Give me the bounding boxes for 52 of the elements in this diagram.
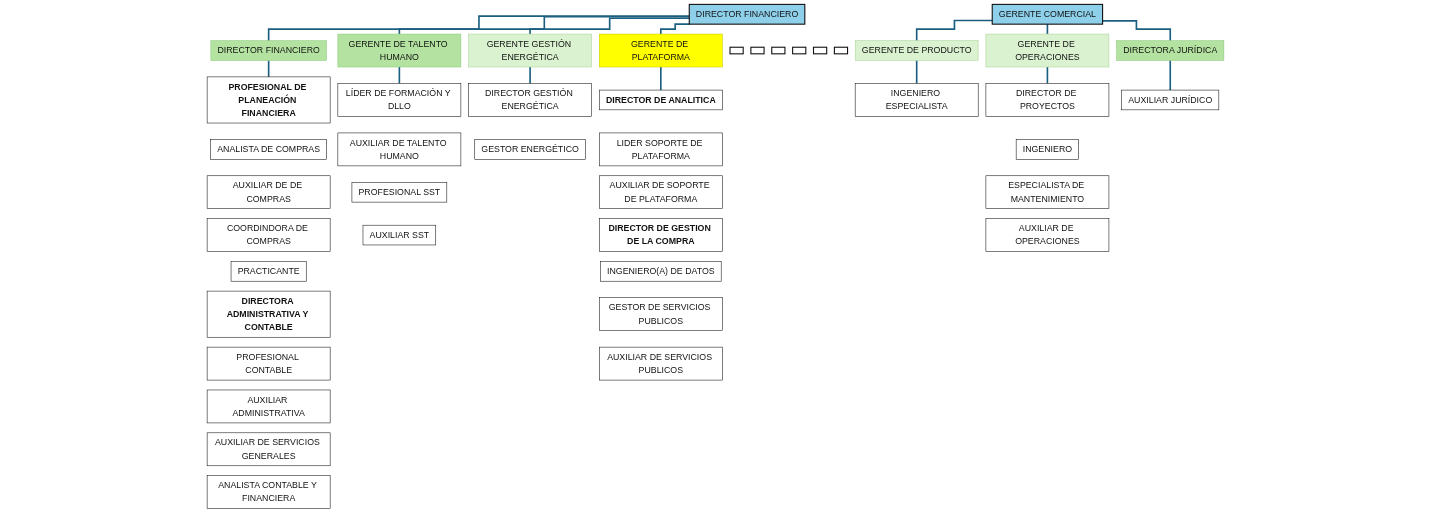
node-box: AUXILIAR DE TALENTO HUMANO — [337, 132, 462, 167]
node-box — [792, 46, 807, 55]
node-box: AUXILIAR DE DE COMPRAS — [206, 175, 331, 209]
node-box: AUXILIAR ADMINISTRATIVA — [206, 389, 331, 424]
node-box: GERENTE DE PRODUCTO — [854, 40, 979, 61]
node-box: LIDER SOPORTE DE PLATAFORMA — [599, 132, 723, 167]
node-box: GERENTE DE TALENTO HUMANO — [337, 33, 462, 68]
node-box — [833, 46, 849, 55]
node-box: AUXILIAR SST — [362, 224, 437, 246]
node-box — [771, 46, 786, 55]
node-box: PROFESIONAL CONTABLE — [206, 346, 331, 381]
node-box: GERENTE DE OPERACIONES — [985, 33, 1110, 68]
node-box: INGENIERO ESPECIALISTA — [854, 83, 979, 117]
node-box: DIRECTOR DE ANALITICA — [599, 89, 723, 111]
node-box: GESTOR ENERGÉTICO — [474, 139, 586, 160]
node-box: PRACTICANTE — [230, 261, 307, 282]
connector — [1169, 59, 1172, 91]
node-box: DIRECTORA JURÍDICA — [1116, 40, 1225, 61]
connector — [398, 15, 691, 35]
node-box: AUXILIAR JURÍDICO — [1121, 89, 1220, 111]
node-box: COORDINDORA DE COMPRAS — [206, 218, 331, 252]
node-box: DIRECTOR DE PROYECTOS — [985, 83, 1110, 117]
connector — [915, 59, 918, 85]
connector — [660, 23, 691, 35]
connector — [267, 15, 691, 42]
node-box: AUXILIAR DE SERVICIOS PUBLICOS — [599, 346, 723, 381]
connector — [529, 17, 691, 35]
node-box — [729, 46, 744, 55]
node-box: ESPECIALISTA DE MANTENIMIENTO — [985, 175, 1110, 209]
node-box: INGENIERO(A) DE DATOS — [600, 261, 722, 282]
node-box: ANALISTA DE COMPRAS — [210, 139, 327, 160]
node-box: PROFESIONAL DE PLANEACIÓN FINANCIERA — [206, 76, 331, 124]
node-box: AUXILIAR DE OPERACIONES — [985, 218, 1110, 252]
node-box — [812, 46, 828, 55]
node-box: GERENTE GESTIÓN ENERGÉTICA — [468, 33, 592, 68]
node-box: GESTOR DE SERVICIOS PUBLICOS — [599, 297, 723, 331]
node-box: PROFESIONAL SST — [351, 182, 448, 203]
node-box — [750, 46, 765, 55]
node-box: GERENTE DE PLATAFORMA — [599, 33, 723, 68]
node-box: DIRECTOR DE GESTION DE LA COMPRA — [599, 218, 723, 252]
node-box: AUXILIAR DE SERVICIOS GENERALES — [206, 432, 331, 467]
node-box: DIRECTOR FINANCIERO — [210, 40, 327, 61]
node-box: DIRECTOR FINANCIERO — [688, 3, 806, 25]
connector — [660, 66, 662, 91]
node-box: GERENTE COMERCIAL — [991, 3, 1104, 25]
node-box: DIRECTOR GESTIÓN ENERGÉTICA — [468, 83, 592, 117]
node-box: INGENIERO — [1015, 139, 1079, 160]
node-box: DIRECTORA ADMINISTRATIVA Y CONTABLE — [206, 290, 331, 338]
node-box: AUXILIAR DE SOPORTE DE PLATAFORMA — [599, 175, 723, 209]
node-box: ANALISTA CONTABLE Y FINANCIERA — [206, 475, 331, 509]
connector — [529, 66, 531, 85]
node-box: LÍDER DE FORMACIÓN Y DLLO — [337, 83, 462, 117]
